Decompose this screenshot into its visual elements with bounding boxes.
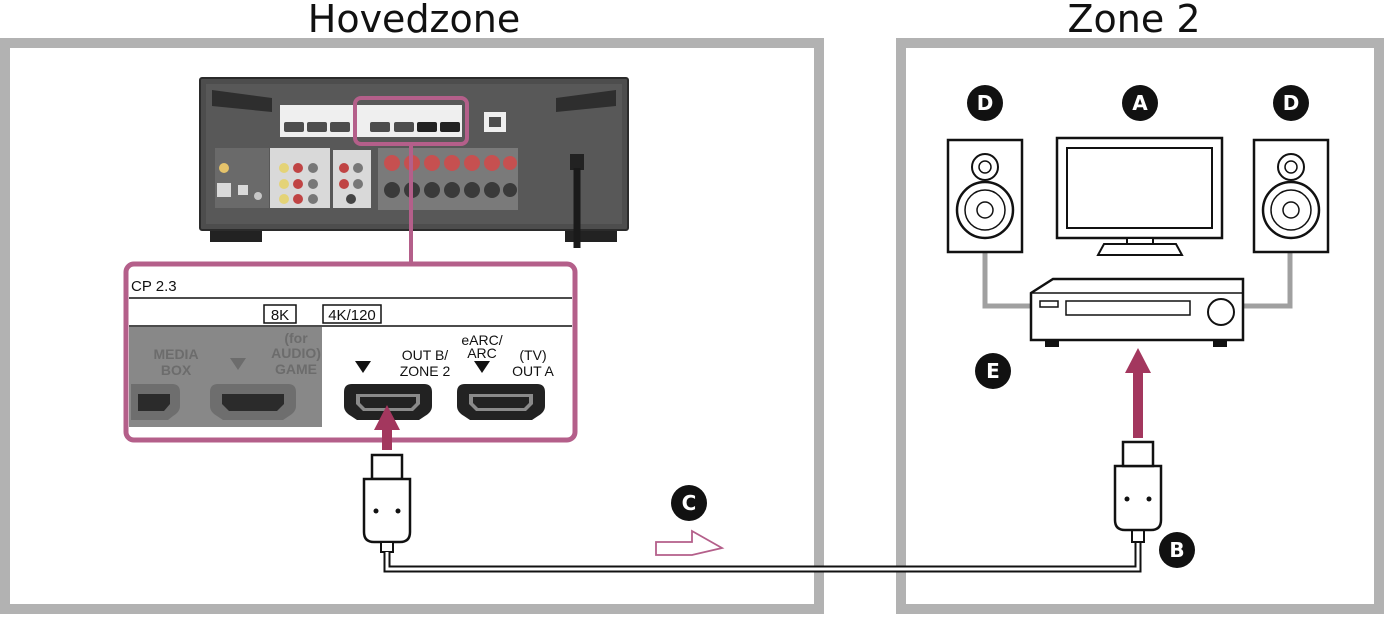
out-b-label-2: ZONE 2 xyxy=(400,363,451,379)
arrow-down-icon xyxy=(230,358,246,370)
main-zone-frame xyxy=(0,38,824,614)
arrow-up-icon xyxy=(1125,348,1151,438)
speaker-right xyxy=(1252,138,1330,254)
hdmi-strip xyxy=(280,105,462,137)
callout-e-label: E xyxy=(986,359,1000,383)
out-b-label-1: OUT B/ xyxy=(402,347,449,363)
hdmi-cable xyxy=(362,440,1163,573)
zone2-frame xyxy=(896,38,1384,614)
callout-b: B xyxy=(1159,532,1195,568)
hdcp-label: CP 2.3 xyxy=(131,278,177,295)
tv xyxy=(1055,136,1224,256)
badge-8k-label: 8K xyxy=(271,307,289,324)
tv-label-1: (TV) xyxy=(519,347,546,363)
arrow-up-icon xyxy=(374,405,400,450)
main-zone-title: Hovedzone xyxy=(308,0,520,41)
hdmi-plug-right xyxy=(1113,464,1163,532)
media-box-label-2: BOX xyxy=(161,362,192,378)
callout-d-right-label: D xyxy=(1283,91,1300,115)
zoomed-hdmi-panel: CP 2.3 8K 4K/120 MEDIA BOX (for AUDIO) G… xyxy=(123,261,578,443)
volume-knob xyxy=(1207,298,1235,326)
power-inlet xyxy=(570,154,584,170)
badge-8k xyxy=(263,304,297,324)
callout-d-left: D xyxy=(967,85,1003,121)
receiver-foot-left xyxy=(210,230,262,242)
speaker-left xyxy=(946,138,1024,254)
antenna-right xyxy=(556,90,616,112)
callout-e: E xyxy=(975,353,1011,389)
earc-label-1: eARC/ xyxy=(461,332,502,348)
for-audio-label-2: AUDIO) xyxy=(271,345,321,361)
game-label: GAME xyxy=(275,361,317,377)
receiver-foot-right xyxy=(565,230,617,242)
zone2-amplifier xyxy=(1029,277,1245,347)
badge-4k120 xyxy=(322,304,382,324)
hdmi-plug-left xyxy=(362,477,412,544)
earc-label-2: ARC xyxy=(467,345,497,361)
callout-c-label: C xyxy=(682,491,697,515)
av-receiver-rear xyxy=(199,77,629,248)
callout-a: A xyxy=(1122,85,1158,121)
zone2-title: Zone 2 xyxy=(1068,0,1201,41)
tv-label-2: OUT A xyxy=(512,363,554,379)
callout-a-label: A xyxy=(1132,91,1148,115)
callout-c: C xyxy=(671,485,707,521)
signal-direction-arrow-icon xyxy=(655,529,725,556)
arrow-down-icon xyxy=(474,361,490,373)
antenna-left xyxy=(212,90,272,112)
badge-4k120-label: 4K/120 xyxy=(328,307,376,324)
for-audio-label-1: (for xyxy=(284,330,308,346)
callout-b-label: B xyxy=(1169,538,1184,562)
media-box-label-1: MEDIA xyxy=(153,346,198,362)
speaker-wire-left xyxy=(982,252,1031,309)
speaker-wire-right xyxy=(1244,252,1293,309)
callout-d-right: D xyxy=(1273,85,1309,121)
callout-d-left-label: D xyxy=(977,91,994,115)
arrow-down-icon xyxy=(355,361,371,373)
